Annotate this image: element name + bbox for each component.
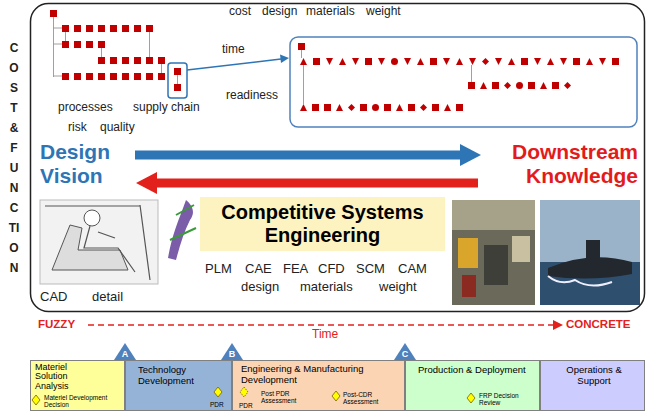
box-heading: Operations & Support (549, 365, 639, 387)
milestone-letter: B (221, 350, 243, 359)
milestone-note: Post PDR Assessment (261, 390, 305, 404)
tree-label: cost (229, 5, 251, 19)
submarine-photo (540, 200, 640, 305)
phase-box: Technology DevelopmentPDR (125, 360, 232, 411)
axis-label: Time (310, 328, 340, 342)
milestone-note: Post-CDR Assessment (343, 391, 395, 405)
phase-box: Production & DeploymentFRP Decision Revi… (405, 360, 540, 411)
tree-label: processes (58, 101, 113, 115)
milestone-triangle: C (394, 343, 416, 360)
milestone-triangle: B (221, 343, 243, 360)
tool-label: FEA (283, 262, 308, 277)
tree-label: time (222, 43, 245, 57)
tree-label: risk (68, 121, 87, 135)
milestone-note: Materiel Development Decision (44, 394, 122, 408)
box-heading: Materiel Solution Analysis (35, 363, 97, 391)
flow-arrows (135, 144, 481, 194)
milestone-letter: C (394, 350, 416, 359)
box-heading: Production & Deployment (418, 365, 528, 376)
tool-label: CAD (40, 290, 67, 305)
phase-box: Materiel Solution AnalysisMateriel Devel… (30, 360, 125, 411)
tree-label: weight (366, 5, 401, 19)
axis-end-label: CONCRETE (566, 318, 631, 331)
phase-box: Operations & Support (540, 360, 645, 411)
cad-picture (40, 200, 158, 284)
flow-label: Design Vision (40, 140, 128, 188)
tree-label: materials (306, 5, 355, 19)
tree-label: readiness (226, 89, 278, 103)
tool-label: SCM (356, 262, 385, 277)
axis-label: COST & FUNCTION (8, 38, 20, 278)
milestone-note: PDR (239, 402, 259, 409)
tool-label: weight (379, 280, 417, 295)
phase-box: Engineering & Manufacturing DevelopmentP… (232, 360, 405, 411)
milestone-letter: A (114, 350, 136, 359)
factory-photo (452, 200, 535, 305)
tool-label: CFD (318, 262, 345, 277)
title-box: Competitive Systems Engineering (200, 197, 445, 251)
tree-chart (50, 10, 637, 127)
tool-label: CAE (245, 262, 272, 277)
box-title: Competitive Systems Engineering (200, 201, 445, 247)
tool-label: detail (92, 290, 123, 305)
milestone-note: FRP Decision Review (479, 392, 534, 406)
sketch-picture (168, 200, 196, 260)
milestone-note: PDR (210, 401, 230, 408)
tree-label: supply chain (133, 101, 200, 115)
tool-label: PLM (205, 262, 232, 277)
tree-label: quality (100, 121, 135, 135)
frame (31, 4, 645, 312)
milestone-triangle: A (114, 343, 136, 360)
axis-end-label: FUZZY (38, 318, 75, 331)
tree-label: design (262, 5, 297, 19)
tool-label: materials (300, 280, 353, 295)
tool-label: CAM (398, 262, 427, 277)
box-heading: Engineering & Manufacturing Development (241, 364, 396, 386)
box-heading: Technology Development (138, 365, 223, 387)
flow-label: Downstream Knowledge (478, 140, 638, 188)
tool-label: design (241, 280, 279, 295)
